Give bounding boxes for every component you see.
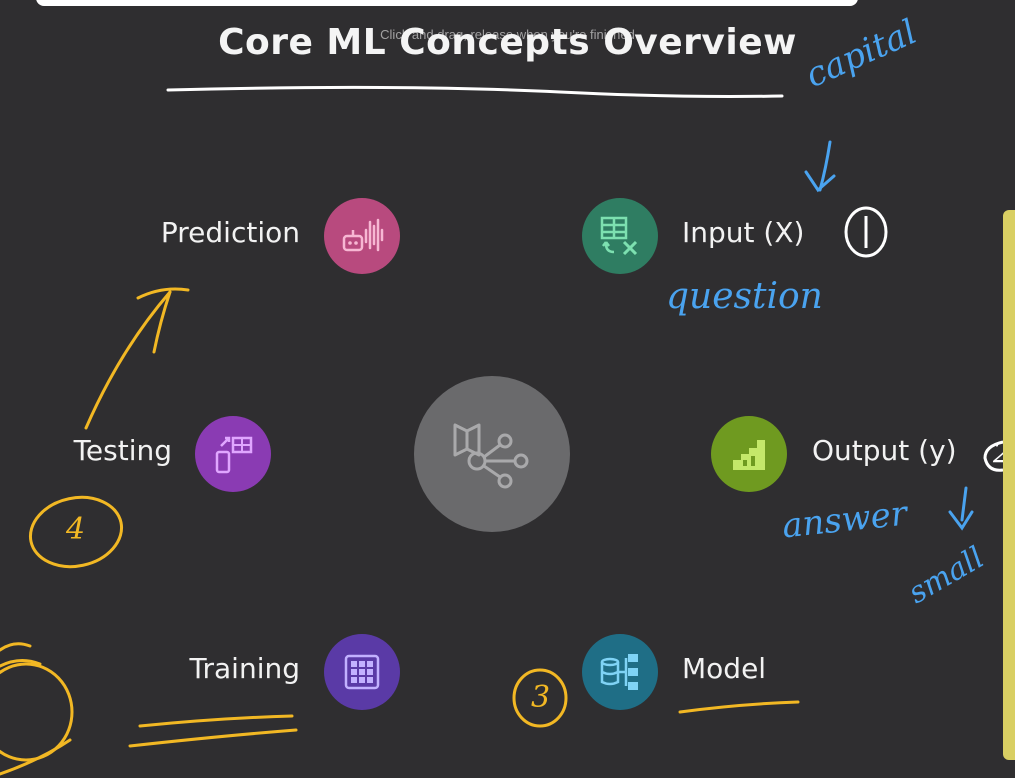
- training-underline-1: [138, 714, 294, 728]
- testing-node[interactable]: [195, 416, 271, 492]
- prediction-node[interactable]: [324, 198, 400, 274]
- table-transform-icon: [600, 216, 638, 256]
- device-table-icon: [215, 436, 253, 474]
- top-toolbar: [36, 0, 858, 6]
- output-label: Output (y): [812, 434, 957, 467]
- database-tree-icon: [600, 654, 638, 690]
- step-1-circle: [844, 206, 888, 258]
- training-node[interactable]: [324, 634, 400, 710]
- model-underline: [678, 700, 800, 714]
- model-label: Model: [682, 652, 767, 685]
- model-node[interactable]: [582, 634, 658, 710]
- prediction-label: Prediction: [160, 216, 300, 249]
- training-label: Training: [189, 652, 300, 685]
- drag-hint: Click and drag, release when you're fini…: [380, 27, 635, 42]
- answer-annotation: answer: [780, 493, 909, 547]
- training-underline-2: [128, 728, 298, 748]
- webcam-overlay: [1003, 210, 1015, 760]
- testing-to-prediction-arrow: [84, 290, 172, 430]
- book-network-icon: [453, 423, 529, 489]
- question-annotation: question: [666, 276, 823, 317]
- title-underline: [166, 85, 784, 98]
- bottom-left-scribble: [0, 662, 74, 762]
- center-hub: [414, 376, 570, 532]
- capital-arrow: [818, 140, 832, 192]
- slide-title: Core ML Concepts Overview: [218, 22, 797, 63]
- grid-board-icon: [344, 654, 380, 690]
- input-node[interactable]: [582, 198, 658, 274]
- bar-chart-icon: [733, 440, 765, 470]
- step-4-number: 4: [66, 512, 86, 547]
- input-label: Input (X): [682, 216, 805, 249]
- testing-label: Testing: [73, 434, 172, 467]
- step-3-number: 3: [531, 680, 551, 715]
- answer-arrow: [960, 486, 968, 522]
- small-annotation: small: [902, 540, 991, 611]
- robot-soundwave-icon: [342, 218, 384, 252]
- output-node[interactable]: [711, 416, 787, 492]
